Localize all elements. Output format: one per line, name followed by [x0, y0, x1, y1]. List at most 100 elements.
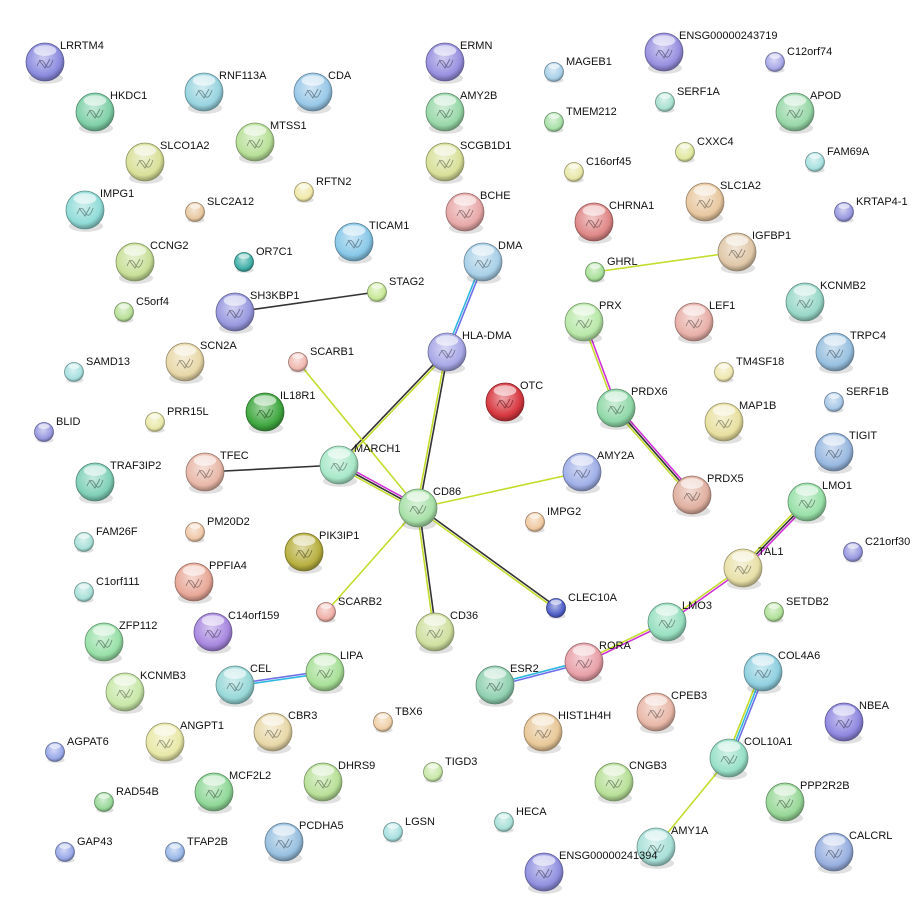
node-CXXC4[interactable] [675, 142, 695, 163]
node-LRRTM4[interactable] [25, 42, 65, 84]
node-COL10A1[interactable] [709, 738, 749, 780]
node-KCNMB2[interactable] [785, 282, 825, 324]
node-MTSS1[interactable] [235, 122, 275, 164]
node-RORA[interactable] [564, 642, 604, 684]
node-ANGPT1[interactable] [145, 722, 185, 764]
node-CPEB3[interactable] [636, 692, 676, 734]
node-HKDC1[interactable] [75, 92, 115, 134]
node-DHRS9[interactable] [303, 762, 343, 804]
node-TMEM212[interactable] [544, 112, 564, 133]
node-C14orf159[interactable] [193, 612, 233, 654]
node-AMY2A[interactable] [562, 452, 602, 494]
node-TFAP2B[interactable] [165, 842, 185, 863]
node-SLCO1A2[interactable] [125, 142, 165, 184]
node-TRPC4[interactable] [815, 332, 855, 374]
node-BCHE[interactable] [445, 192, 485, 234]
node-C1orf111[interactable] [74, 582, 94, 603]
node-PPP2R2B[interactable] [765, 782, 805, 824]
node-IMPG2[interactable] [525, 512, 545, 533]
node-ZFP112[interactable] [84, 622, 124, 664]
node-KCNMB3[interactable] [105, 672, 145, 714]
node-TFEC[interactable] [185, 452, 225, 494]
node-PIK3IP1[interactable] [284, 532, 324, 574]
node-BLID[interactable] [34, 422, 54, 443]
node-CDA[interactable] [293, 72, 333, 114]
node-TIGD3[interactable] [423, 762, 443, 783]
node-MCF2L2[interactable] [194, 772, 234, 814]
node-STAG2[interactable] [367, 282, 387, 303]
node-PM20D2[interactable] [185, 522, 205, 543]
node-CALCRL[interactable] [814, 832, 854, 874]
node-AGPAT6[interactable] [45, 742, 65, 763]
node-ERMN[interactable] [425, 42, 465, 84]
node-MAGEB1[interactable] [544, 62, 564, 83]
node-LGSN[interactable] [383, 822, 403, 843]
node-MAP1B[interactable] [704, 402, 744, 444]
node-GAP43[interactable] [55, 842, 75, 863]
node-HIST1H4H[interactable] [523, 712, 563, 754]
edge-SCARB1-CD86[interactable] [297, 361, 419, 509]
node-SH3KBP1[interactable] [215, 292, 255, 334]
node-CCNG2[interactable] [115, 242, 155, 284]
edge-MARCH1-HLA-DMA[interactable] [337, 350, 449, 467]
node-CNGB3[interactable] [594, 762, 634, 804]
node-LMO3[interactable] [647, 602, 687, 644]
node-AMY1A[interactable] [636, 827, 676, 869]
node-PRDX5[interactable] [672, 475, 712, 517]
edge-CD86-CLEC10A[interactable] [416, 506, 558, 610]
node-FAM26F[interactable] [74, 532, 94, 553]
node-C21orf30[interactable] [843, 542, 863, 563]
node-GHRL[interactable] [585, 262, 605, 283]
node-C12orf74[interactable] [765, 52, 785, 73]
node-PRX[interactable] [564, 302, 604, 344]
node-CBR3[interactable] [253, 712, 293, 754]
node-OR7C1[interactable] [234, 252, 254, 273]
node-LIPA[interactable] [305, 652, 345, 694]
node-LEF1[interactable] [674, 302, 714, 344]
node-COL4A6[interactable] [743, 652, 783, 694]
node-CD86[interactable] [398, 488, 438, 530]
edge-HLA-DMA-CD86[interactable] [416, 351, 449, 509]
node-SCGB1D1[interactable] [425, 142, 465, 184]
node-SCARB2[interactable] [316, 602, 336, 623]
node-RAD54B[interactable] [94, 792, 114, 813]
edge-SH3KBP1-STAG2[interactable] [234, 291, 378, 313]
node-C5orf4[interactable] [114, 302, 134, 323]
node-LMO1[interactable] [787, 482, 827, 524]
node-PPFIA4[interactable] [174, 562, 214, 604]
node-RNF113A[interactable] [184, 72, 224, 114]
node-TM4SF18[interactable] [714, 362, 734, 383]
node-TICAM1[interactable] [334, 222, 374, 264]
node-SERF1B[interactable] [824, 392, 844, 413]
node-SETDB2[interactable] [764, 602, 784, 623]
node-FAM69A[interactable] [805, 152, 825, 173]
edge-CD86-AMY2A[interactable] [417, 471, 583, 509]
node-SCN2A[interactable] [165, 342, 205, 384]
node-OTC[interactable] [485, 382, 525, 424]
node-CHRNA1[interactable] [574, 202, 614, 244]
node-MARCH1[interactable] [319, 445, 359, 487]
edge-GHRL-IGFBP1[interactable] [594, 251, 738, 273]
node-PRR15L[interactable] [145, 412, 165, 433]
node-CD36[interactable] [415, 612, 455, 654]
edge-TFEC-MARCH1[interactable] [204, 464, 340, 473]
node-TAL1[interactable] [723, 548, 763, 590]
node-CEL[interactable] [215, 665, 255, 707]
node-IGFBP1[interactable] [717, 232, 757, 274]
node-HLA-DMA[interactable] [427, 332, 467, 374]
edge-CD86-CD36[interactable] [416, 507, 437, 633]
node-SERF1A[interactable] [655, 92, 675, 113]
node-TIGIT[interactable] [814, 432, 854, 474]
node-C16orf45[interactable] [564, 162, 584, 183]
node-AMY2B[interactable] [425, 92, 465, 134]
node-NBEA[interactable] [824, 702, 864, 744]
node-SLC1A2[interactable] [685, 182, 725, 224]
node-DMA[interactable] [463, 242, 503, 284]
node-SCARB1[interactable] [288, 352, 308, 373]
node-TBX6[interactable] [373, 712, 393, 733]
node-PCDHA5[interactable] [264, 822, 304, 864]
node-ENSG00000243719[interactable] [644, 32, 684, 74]
node-PRDX6[interactable] [596, 388, 636, 430]
edge-CD86-SCARB2[interactable] [325, 507, 419, 613]
node-KRTAP4-1[interactable] [834, 202, 854, 223]
